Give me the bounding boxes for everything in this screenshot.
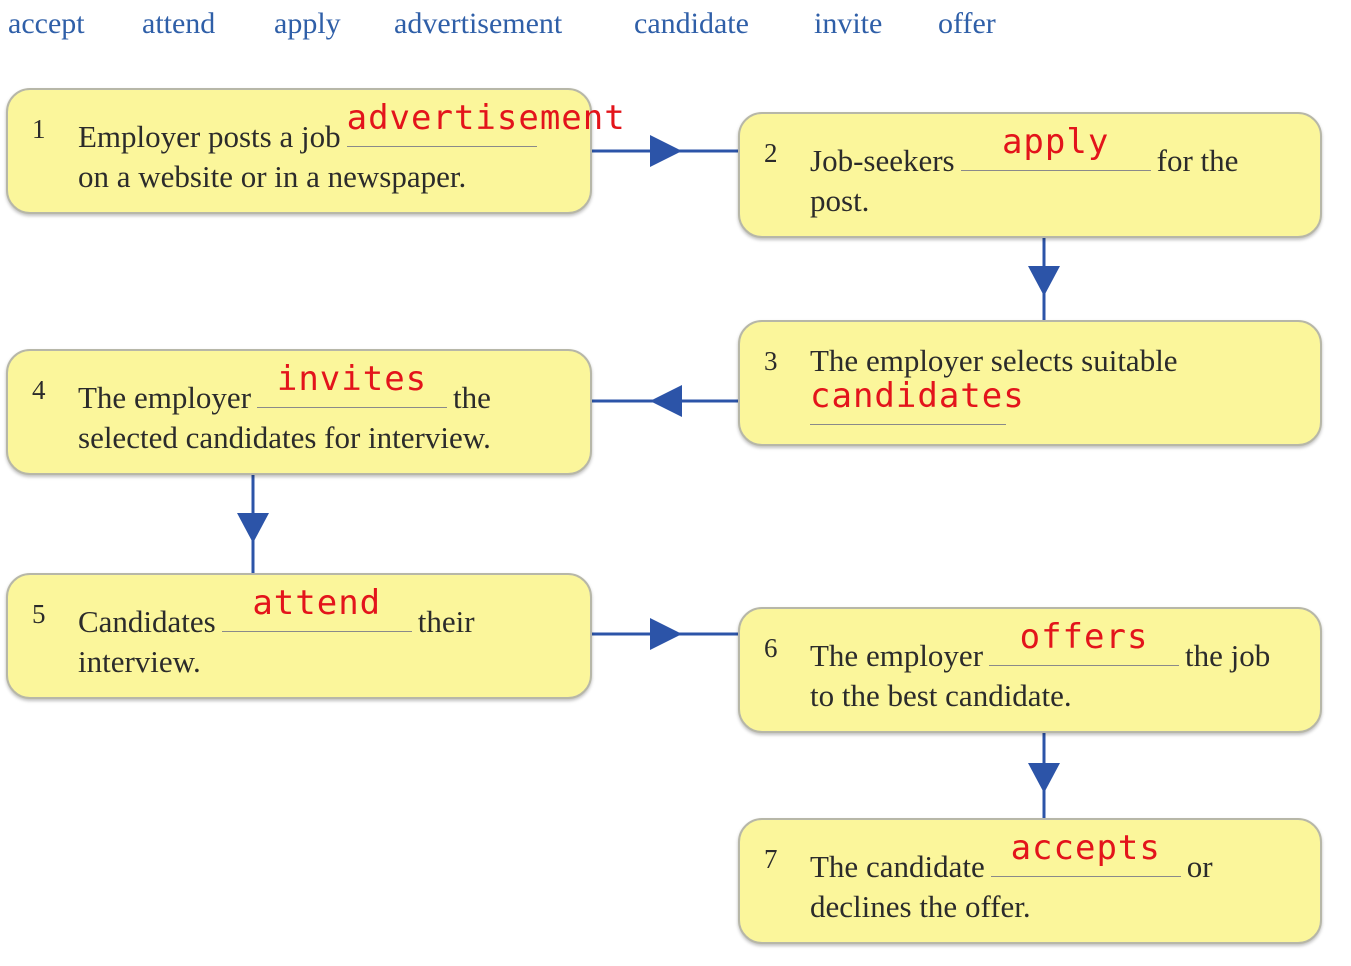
step-number: 7 xyxy=(764,844,778,874)
arrowhead-right xyxy=(650,135,682,167)
step-text: The candidate xyxy=(810,849,985,884)
arrowhead-down xyxy=(1028,266,1060,296)
step-line-2: post. xyxy=(810,183,870,218)
step-line-2: candidates xyxy=(804,376,1024,432)
step-line-2: on a website or in a newspaper. xyxy=(78,159,467,194)
step-text: The employer xyxy=(810,638,984,673)
arrowhead-left xyxy=(650,385,682,417)
step-line-1: The employer invites the xyxy=(78,359,491,415)
word-bank-item: candidate xyxy=(634,7,749,40)
answer-blank: accepts xyxy=(990,828,1181,877)
step-box-5: 5 Candidates attend their interview. xyxy=(6,573,592,699)
arrowhead-down xyxy=(237,513,269,543)
step-text: the job xyxy=(1185,638,1271,673)
arrowhead-down xyxy=(1028,763,1060,793)
step-number: 4 xyxy=(32,375,46,405)
step-text: or xyxy=(1186,849,1213,884)
step-text: Job-seekers xyxy=(810,143,955,178)
step-line-1: The employer selects suitable xyxy=(810,343,1178,378)
step-line-2: interview. xyxy=(78,644,201,679)
step-box-3: 3 The employer selects suitable candidat… xyxy=(738,320,1322,446)
step-number: 2 xyxy=(764,138,778,168)
step-text: Candidates xyxy=(78,604,216,639)
step-box-6: 6 The employer offers the job to the best … xyxy=(738,607,1322,733)
step-box-2: 2 Job-seekers apply for the post. xyxy=(738,112,1322,238)
step-number: 5 xyxy=(32,599,46,629)
handwritten-answer: attend xyxy=(252,583,382,623)
handwritten-answer: accepts xyxy=(1010,828,1161,868)
step-text: The employer xyxy=(78,380,252,415)
handwritten-answer: candidates xyxy=(810,376,1025,416)
step-box-4: 4 The employer invites the selected candid… xyxy=(6,349,592,475)
handwritten-answer: apply xyxy=(1001,122,1110,162)
step-line-1: The candidate accepts or xyxy=(810,828,1213,884)
step-box-7: 7 The candidate accepts or declines the of… xyxy=(738,818,1322,944)
step-line-2: declines the offer. xyxy=(810,889,1031,924)
arrowhead-right xyxy=(650,618,682,650)
word-bank-item: invite xyxy=(814,7,883,40)
answer-blank: offers xyxy=(989,617,1180,666)
answer-blank: apply xyxy=(960,122,1151,171)
answer-blank: candidates xyxy=(810,376,1024,425)
step-text: the xyxy=(453,380,491,415)
answer-blank: advertisement xyxy=(346,98,625,147)
handwritten-answer: offers xyxy=(1019,617,1149,657)
handwritten-answer: invites xyxy=(276,359,428,399)
answer-blank: attend xyxy=(221,583,412,632)
word-bank-item: attend xyxy=(142,7,216,40)
step-text: Employer posts a job xyxy=(78,119,341,154)
step-line-1: Candidates attend their xyxy=(78,583,475,639)
word-bank-item: accept xyxy=(8,7,85,40)
handwritten-answer: advertisement xyxy=(346,98,626,138)
answer-blank: invites xyxy=(257,359,448,408)
step-number: 6 xyxy=(764,633,778,663)
step-line-2: selected candidates for interview. xyxy=(78,420,491,455)
step-line-1: Job-seekers apply for the xyxy=(810,122,1239,178)
step-text: their xyxy=(417,604,475,639)
word-bank-item: advertisement xyxy=(394,7,563,40)
step-line-1: The employer offers the job xyxy=(810,617,1271,673)
step-number: 3 xyxy=(764,346,778,376)
word-bank-item: offer xyxy=(938,7,996,40)
step-line-2: to the best candidate. xyxy=(810,678,1072,713)
step-number: 1 xyxy=(32,114,46,144)
word-bank-item: apply xyxy=(274,7,341,40)
step-text: for the xyxy=(1156,143,1239,178)
